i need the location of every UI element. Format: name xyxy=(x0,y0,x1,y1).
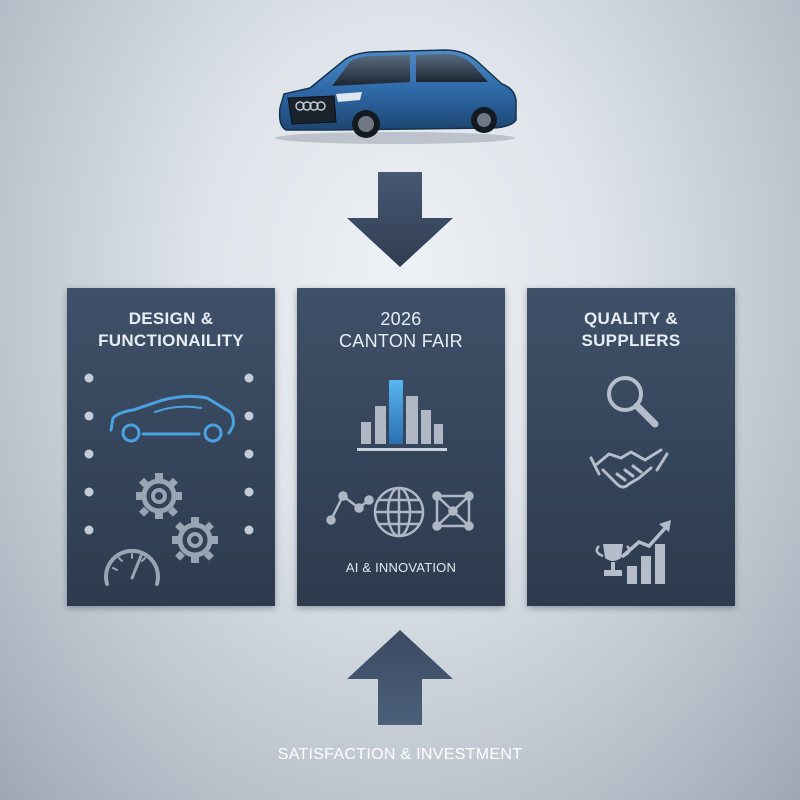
panel-title-line1: DESIGN & xyxy=(128,309,214,328)
panel-title: 2026 CANTON FAIR xyxy=(297,308,505,352)
panel-title-line2: SUPPLIERS xyxy=(581,331,681,350)
panel-title-line1: QUALITY & xyxy=(583,309,678,328)
network-globe-icon xyxy=(326,486,474,538)
magnifier-icon xyxy=(607,376,659,428)
canton-icons xyxy=(326,380,474,538)
panel-caption: AI & INNOVATION xyxy=(345,560,457,575)
trophy-growth-icon xyxy=(595,520,671,584)
down-arrow xyxy=(347,172,453,267)
car-icon xyxy=(109,394,235,443)
handshake-icon xyxy=(589,448,669,489)
car-illustration xyxy=(275,49,517,144)
canton-fair-panel: 2026 CANTON FAIR xyxy=(297,288,505,606)
dot-decoration xyxy=(84,373,254,535)
up-arrow xyxy=(347,630,453,725)
panel-title: DESIGN & FUNCTIONAILITY xyxy=(67,308,275,352)
speedometer-icon xyxy=(104,548,160,586)
design-functionality-panel: DESIGN & FUNCTIONAILITY xyxy=(67,288,275,606)
quality-suppliers-panel: QUALITY & SUPPLIERS xyxy=(527,288,735,606)
bar-building-icon xyxy=(357,380,447,451)
bottom-caption: SATISFACTION & INVESTMENT xyxy=(277,746,523,763)
quality-icons xyxy=(589,376,671,584)
panel-title-line2: CANTON FAIR xyxy=(339,331,463,351)
panel-title: QUALITY & SUPPLIERS xyxy=(527,308,735,352)
panel-title-line2: FUNCTIONAILITY xyxy=(98,331,244,350)
panel-title-line1: 2026 xyxy=(380,309,422,329)
design-icons xyxy=(84,373,254,586)
